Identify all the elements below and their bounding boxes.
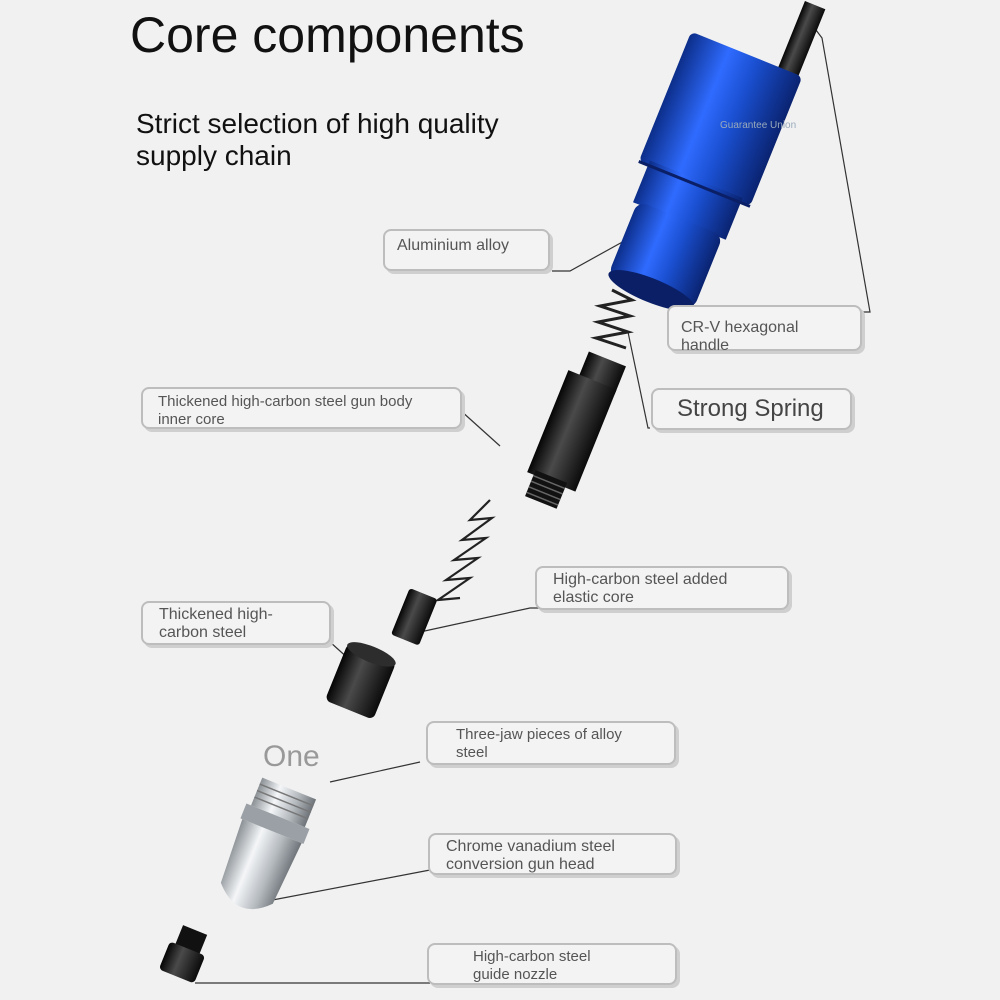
hex-shaft [773,1,826,89]
strong-spring [590,288,637,350]
leader-inner-core [459,409,501,447]
label-aluminium-alloy: Aluminium alloy [383,229,550,271]
leader-handle [815,29,871,313]
label-strong-spring: Strong Spring [651,388,852,430]
chrome-gun-head [220,777,317,910]
page-title: Core components [130,7,525,63]
label-elastic-core: High-carbon steel added elastic core [535,566,789,610]
steel-sleeve [326,642,396,718]
leader-spring [627,331,650,429]
label-three-jaw: Three-jaw pieces of alloy steel [426,721,676,765]
brand-mark: Guarantee Union [720,120,797,131]
inner-core [525,351,626,509]
leader-aluminium [552,239,627,272]
guide-nozzle [159,925,208,983]
label-gun-head: Chrome vanadium steel conversion gun hea… [428,833,677,875]
label-crv-handle: CR-V hexagonal handle [667,305,862,354]
leader-three-jaw [329,761,421,783]
aluminium-body [608,33,801,312]
elastic-core-piece [391,588,437,645]
one-label: One [263,740,320,773]
label-inner-core: Thickened high-carbon steel gun body inn… [141,387,462,429]
leader-elastic-core [419,607,552,633]
small-spring [433,499,496,602]
leader-gun-head [261,869,431,903]
label-guide-nozzle: High-carbon steel guide nozzle [427,943,677,985]
label-thickened-steel: Thickened high-carbon steel [141,601,331,645]
page-subtitle: Strict selection of high quality supply … [136,108,499,171]
